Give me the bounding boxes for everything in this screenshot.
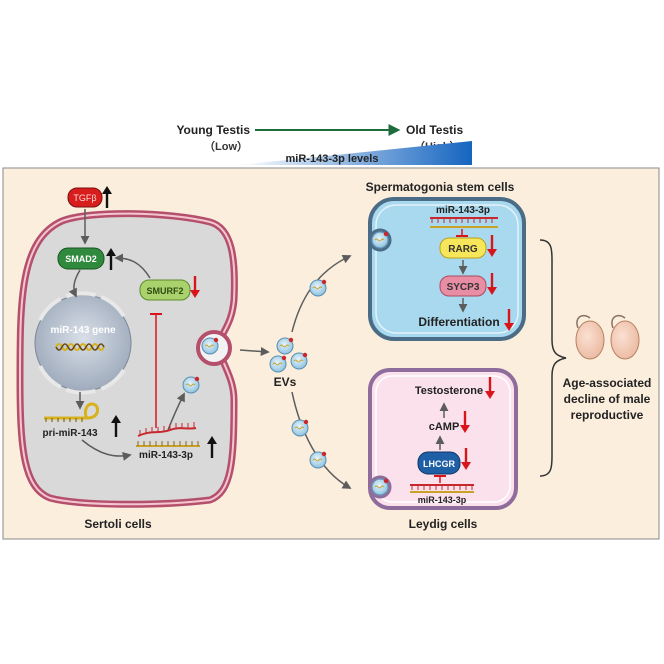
camp-label: cAMP xyxy=(429,421,460,433)
ssc-inner-membrane xyxy=(375,204,519,334)
rarg-node xyxy=(439,237,487,259)
vesicle-intracellular xyxy=(182,376,200,394)
ev-traveling-leydig xyxy=(291,419,309,437)
testosterone-label: Testosterone xyxy=(415,385,483,397)
ev-vesicle-3 xyxy=(269,355,287,373)
evs-label: EVs xyxy=(274,375,297,389)
sycp3-label: SYCP3 xyxy=(447,282,480,293)
tgfb-node xyxy=(67,187,103,208)
ssc-entry-vesicle xyxy=(371,231,389,249)
smurf2-label: SMURF2 xyxy=(146,286,183,296)
ssc-mir-label: miR-143-3p xyxy=(436,205,490,216)
aged-testis-icon xyxy=(575,314,640,360)
smad2-node xyxy=(57,247,105,270)
sertoli-mir-label: miR-143-3p xyxy=(139,450,193,461)
evs-to-leydig-arrow xyxy=(291,391,352,489)
ev-vesicle-1 xyxy=(276,337,294,355)
ssc-title: Spermatogonia stem cells xyxy=(366,180,515,194)
smad2-to-gene-arrow xyxy=(68,269,81,298)
vesicle-in-bud xyxy=(201,337,219,355)
pri-mir143-label: pri-miR-143 xyxy=(42,428,97,439)
leydig-caption: Leydig cells xyxy=(409,517,478,531)
pri-to-mir-arrow xyxy=(81,439,132,461)
differentiation-label: Differentiation xyxy=(418,315,499,329)
lhcgr-label: LHCGR xyxy=(423,459,455,469)
leydig-mir-strand xyxy=(410,484,474,493)
pri-mir143-hairpin xyxy=(44,402,99,422)
sertoli-caption: Sertoli cells xyxy=(84,517,152,531)
outcome-line-3: reproductive xyxy=(571,408,644,422)
mir143-gene-label: miR-143 gene xyxy=(50,325,115,336)
ev-traveling-ssc xyxy=(309,279,327,297)
old-testis-label: Old Testis xyxy=(406,123,463,137)
outcome-line-2: decline of male xyxy=(564,392,651,406)
gene-dna-strand-2 xyxy=(55,343,105,351)
ev-vesicle-2 xyxy=(290,352,308,370)
ssc-cell xyxy=(368,197,526,341)
leydig-mir-label: miR-143-3p xyxy=(418,495,467,505)
smad2-label: SMAD2 xyxy=(65,254,97,264)
smurf2-to-smad2-arrow xyxy=(114,253,151,279)
young-testis-label: Young Testis xyxy=(176,123,250,137)
leydig-inner-membrane xyxy=(375,375,511,503)
low-label: （Low） xyxy=(204,140,248,153)
ev-traveling-leydig-2 xyxy=(309,451,327,469)
outcome-line-1: Age-associated xyxy=(563,376,652,390)
sertoli-membrane-inner xyxy=(18,212,236,506)
rarg-label: RARG xyxy=(448,244,478,255)
leydig-entry-vesicle xyxy=(371,478,389,496)
sycp3-node xyxy=(439,275,487,297)
levels-gradient-wedge xyxy=(238,141,472,165)
bud-to-evs-arrow xyxy=(239,346,270,356)
sertoli-mir-strand xyxy=(136,422,200,447)
ssc-mir-strand xyxy=(430,217,498,228)
tgfb-label: TGFβ xyxy=(73,193,96,203)
outcome-brace xyxy=(539,239,567,477)
lhcgr-node xyxy=(417,451,461,475)
levels-label: miR-143-3p levels xyxy=(286,153,379,165)
